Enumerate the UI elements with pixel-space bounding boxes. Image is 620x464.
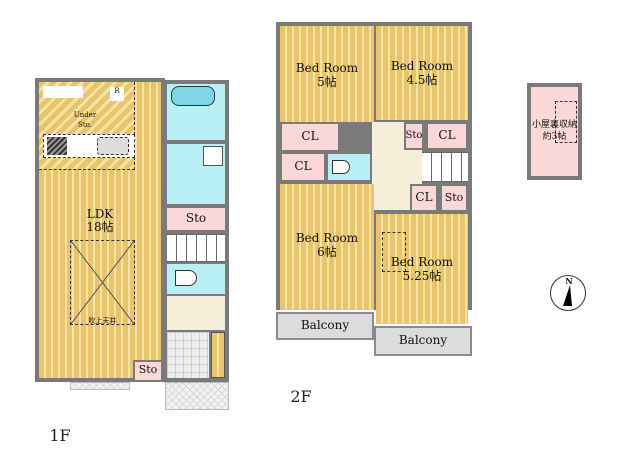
open-ceiling <box>70 240 135 325</box>
sto-2 <box>440 184 468 212</box>
bed-room-6-size: 6帖 <box>317 245 337 259</box>
porch <box>165 382 229 410</box>
bed-room-6 <box>280 184 374 310</box>
stairs-1f <box>167 234 225 262</box>
sto-entrance <box>133 360 163 382</box>
bed-room-5 <box>280 26 374 122</box>
sto-hall-label: Sto <box>185 211 207 225</box>
cl-3 <box>426 122 468 150</box>
attic-hatch <box>382 232 406 272</box>
cl-1-label: CL <box>301 129 319 143</box>
cl-1 <box>280 122 340 152</box>
attic-storage: 小屋裏収納 約3帖 <box>527 83 582 180</box>
compass-north-label: N <box>565 276 573 286</box>
toilet-icon <box>175 270 197 286</box>
toilet-2f-icon <box>332 160 350 174</box>
bed-room-5-25-name: Bed Room <box>390 255 454 269</box>
bathtub-icon <box>171 86 215 106</box>
kitchen-counter-back <box>43 86 83 98</box>
cl-2 <box>280 152 326 182</box>
cl-4 <box>410 184 438 212</box>
balcony-1 <box>276 312 374 340</box>
fridge <box>110 87 124 101</box>
balcony-2-label: Balcony <box>398 333 448 347</box>
cl-2-label: CL <box>294 159 312 173</box>
bed-room-5-25-size: 5.25帖 <box>402 269 442 283</box>
shoe-cabinet <box>211 332 225 378</box>
stove-icon <box>47 137 67 155</box>
under-storage-label-1: Under <box>73 111 97 119</box>
terrace <box>70 382 130 390</box>
sto-entrance-label: Sto <box>138 363 158 376</box>
fridge-label: R <box>114 87 120 95</box>
bed-room-4-5 <box>376 26 468 120</box>
bed-room-4-5-name: Bed Room <box>390 59 454 73</box>
north-arrow-icon <box>563 285 572 306</box>
cl-4-label: CL <box>415 190 433 204</box>
bed-room-6-name: Bed Room <box>295 231 359 245</box>
floor-1f: R Under Sto. LDK 18帖 吹上天井 Sto Sto <box>35 78 235 410</box>
genkan <box>167 332 209 378</box>
balcony-1-label: Balcony <box>300 318 350 332</box>
under-storage-label-2: Sto. <box>78 121 92 129</box>
bed-room-4-5-size: 4.5帖 <box>406 73 438 87</box>
compass: N <box>550 275 586 311</box>
sto-hall <box>165 206 227 232</box>
attic-hatch-outline <box>555 101 577 143</box>
ldk-label: LDK <box>86 207 114 221</box>
cl-3-label: CL <box>438 128 456 142</box>
floor-label-2f: 2F <box>290 387 312 406</box>
sto-2-label: Sto <box>444 191 464 204</box>
entrance-hall <box>167 296 225 330</box>
attic-label-2: 約3帖 <box>542 132 567 142</box>
floor-2f: Bed Room 5帖 Bed Room 4.5帖 CL CL Sto CL C… <box>276 22 476 358</box>
sink-icon <box>97 137 129 155</box>
stairs-2f <box>422 152 468 182</box>
sto-1-label: Sto <box>405 130 423 141</box>
washbasin-icon <box>203 146 223 166</box>
open-ceiling-label: 吹上天井 <box>88 317 117 325</box>
bed-room-5-size: 5帖 <box>317 75 337 89</box>
attic-label-1: 小屋裏収納 <box>531 120 577 130</box>
floor-label-1f: 1F <box>49 426 71 445</box>
bed-room-5-name: Bed Room <box>295 61 359 75</box>
sto-1 <box>404 122 424 150</box>
balcony-2 <box>374 326 472 356</box>
ldk-size: 18帖 <box>86 220 114 234</box>
